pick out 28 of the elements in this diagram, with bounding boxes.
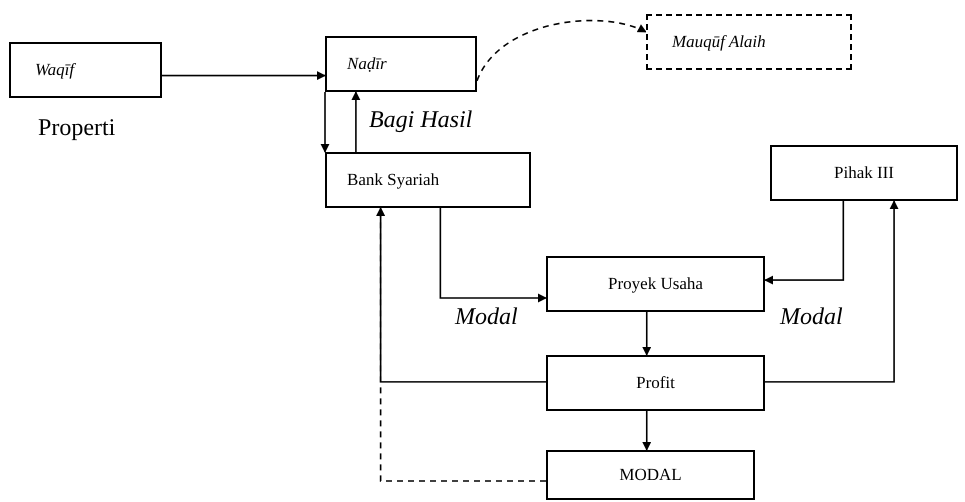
arrow xyxy=(376,207,546,482)
arrow xyxy=(642,411,652,451)
process-box xyxy=(325,36,477,92)
box-label: Naḍīr xyxy=(347,53,387,76)
box-label: MODAL xyxy=(619,464,682,486)
box-label: Mauqūf Alaih xyxy=(672,31,766,54)
process-box xyxy=(770,145,958,201)
arrow xyxy=(320,92,330,153)
arrow xyxy=(476,20,647,82)
process-box xyxy=(9,42,162,98)
process-box xyxy=(646,14,852,70)
arrow xyxy=(764,201,844,285)
flow-label: Properti xyxy=(38,116,116,140)
arrow xyxy=(440,208,547,302)
process-box xyxy=(546,450,755,500)
box-label: Waqīf xyxy=(35,59,74,82)
arrow xyxy=(642,312,652,356)
arrow xyxy=(162,71,326,80)
edge-label: Bagi Hasil xyxy=(367,108,474,132)
arrow xyxy=(765,200,899,383)
box-label: Pihak III xyxy=(834,162,894,184)
arrow xyxy=(351,91,360,152)
box-label: Proyek Usaha xyxy=(608,273,703,296)
process-box xyxy=(546,256,765,312)
box-label: Profit xyxy=(636,372,675,394)
process-box xyxy=(325,152,531,208)
box-label: Bank Syariah xyxy=(347,169,440,192)
process-box xyxy=(546,355,765,411)
